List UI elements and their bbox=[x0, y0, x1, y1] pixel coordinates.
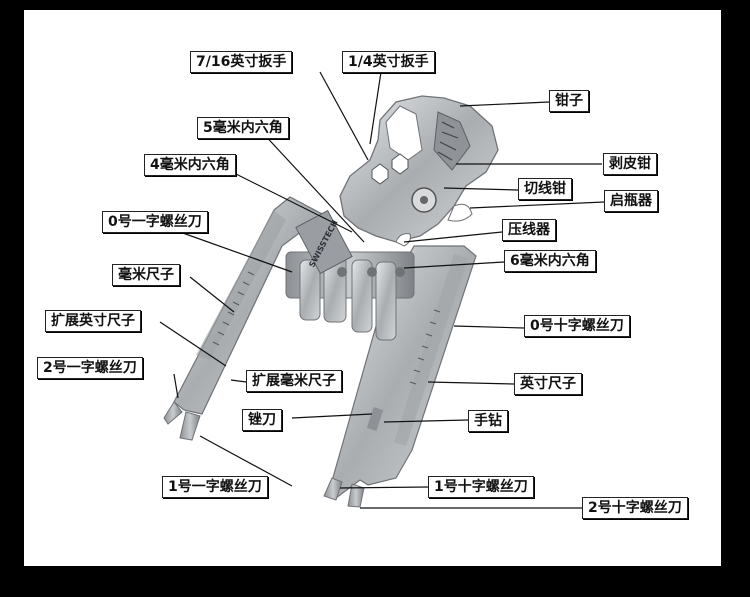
label-mm-ruler: 毫米尺子 bbox=[112, 264, 180, 286]
label-crimper: 压线器 bbox=[502, 219, 556, 241]
label-flat-driver-2: 2号一字螺丝刀 bbox=[37, 357, 143, 379]
label-hex-4mm: 4毫米内六角 bbox=[144, 154, 236, 176]
label-inch-ruler: 英寸尺子 bbox=[514, 373, 582, 395]
label-hand-drill: 手钻 bbox=[468, 410, 508, 432]
plier-head bbox=[339, 95, 499, 247]
label-hex-5mm: 5毫米内六角 bbox=[197, 117, 289, 139]
label-flat-driver-0: 0号一字螺丝刀 bbox=[102, 211, 208, 233]
label-file: 锉刀 bbox=[242, 409, 282, 431]
label-hex-6mm: 6毫米内六角 bbox=[504, 250, 596, 272]
label-ext-mm-ruler: 扩展毫米尺子 bbox=[246, 370, 342, 392]
label-pliers: 钳子 bbox=[549, 90, 589, 112]
label-ext-inch-ruler: 扩展英寸尺子 bbox=[45, 310, 141, 332]
leader-lines bbox=[159, 71, 605, 509]
label-wrench-7-16: 7/16英寸扳手 bbox=[190, 51, 293, 73]
brand-plate: SWISSTECH bbox=[295, 209, 353, 275]
multitool-illustration: SWISSTECH bbox=[159, 71, 605, 509]
label-phillips-0: 0号十字螺丝刀 bbox=[524, 315, 630, 337]
label-wire-stripper: 剥皮钳 bbox=[603, 153, 657, 175]
right-handle bbox=[323, 245, 477, 508]
hex-key-block bbox=[285, 251, 415, 341]
diagram-panel: SWISSTECH 7/16英寸 bbox=[24, 10, 721, 566]
label-wire-cutter: 切线钳 bbox=[518, 178, 572, 200]
label-flat-driver-1: 1号一字螺丝刀 bbox=[162, 476, 268, 498]
label-wrench-1-4: 1/4英寸扳手 bbox=[342, 51, 435, 73]
left-handle bbox=[163, 196, 326, 441]
label-phillips-2: 2号十字螺丝刀 bbox=[582, 497, 688, 519]
label-phillips-1: 1号十字螺丝刀 bbox=[428, 476, 534, 498]
label-bottle-opener: 启瓶器 bbox=[604, 190, 658, 212]
